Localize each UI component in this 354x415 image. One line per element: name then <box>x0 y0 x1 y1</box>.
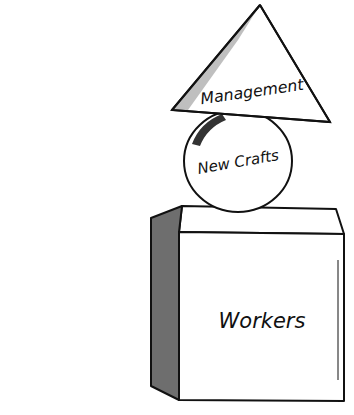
node-label: Workers <box>219 310 306 333</box>
polygon-outline <box>172 5 330 122</box>
workers-block: Workers <box>148 200 346 406</box>
polyline-outline <box>172 5 330 122</box>
new-crafts-circle: New Crafts <box>182 108 294 214</box>
line-outline <box>338 260 339 380</box>
management-triangle: Management <box>168 2 336 127</box>
polygon-outline <box>179 232 344 401</box>
polygon-outline <box>151 206 182 400</box>
path-outline <box>192 114 226 146</box>
shape-outline <box>168 2 336 127</box>
polygon-outline <box>179 206 344 234</box>
shape-outline <box>148 200 346 406</box>
ellipse-outline <box>184 110 292 212</box>
